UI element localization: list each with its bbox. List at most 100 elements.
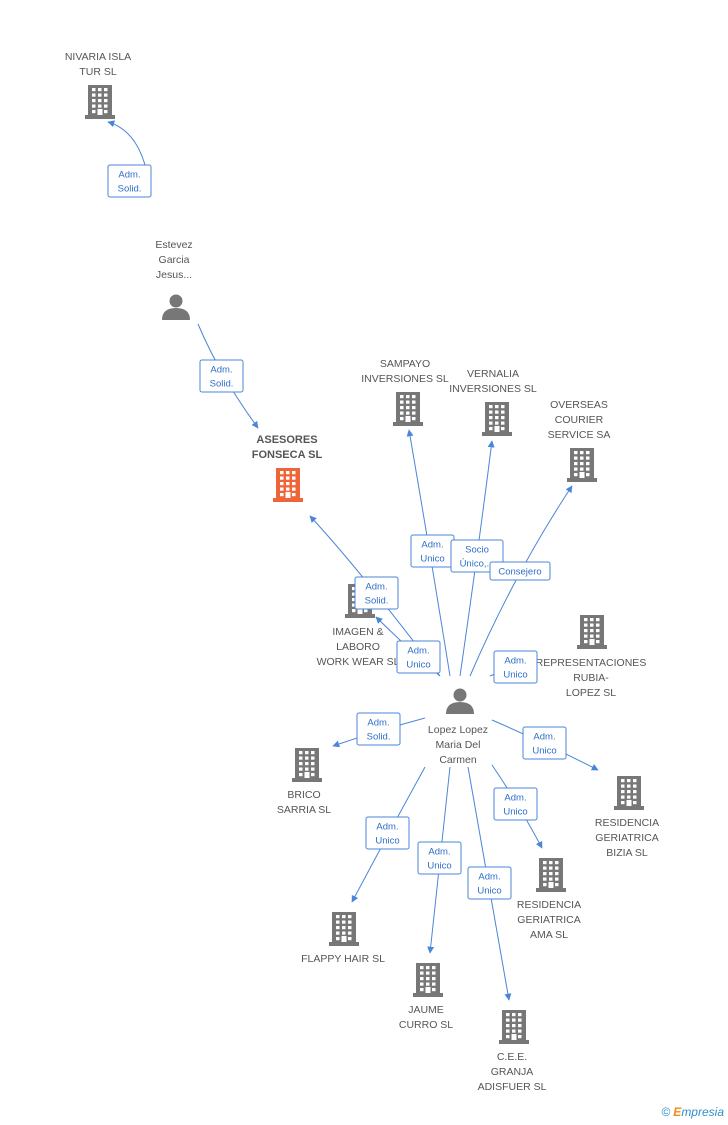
building-icon: [329, 912, 359, 946]
node-label: ASESORES: [256, 434, 317, 446]
edge-label-box: [493, 650, 538, 684]
edge-label-text: Adm.: [478, 872, 500, 883]
node-label: SARRIA SL: [277, 804, 331, 816]
edge-label-box: [199, 359, 244, 393]
node-label: RESIDENCIA: [517, 899, 581, 911]
node-label: REPRESENTACIONES: [536, 657, 647, 669]
node-bizia[interactable]: RESIDENCIA GERIATRICA BIZIA SL: [595, 776, 659, 859]
node-label: RESIDENCIA: [595, 817, 659, 829]
building-icon: [536, 858, 566, 892]
edge-label-text: Unico: [503, 807, 527, 818]
edge-label-text: Unico: [503, 670, 527, 681]
node-flappy[interactable]: FLAPPY HAIR SL: [301, 912, 385, 965]
edge-label-box: [396, 640, 441, 674]
edge-label-text: Unico: [420, 554, 444, 565]
node-label: COURIER: [555, 414, 604, 426]
node-label: TUR SL: [79, 66, 117, 78]
building-icon: [85, 85, 115, 119]
edge-label-lopez-to-granja[interactable]: Adm.Unico: [467, 866, 512, 900]
edge-label-box: [365, 816, 410, 850]
node-label: VERNALIA: [467, 368, 519, 380]
edge-label-lopez-to-representaciones[interactable]: Adm. Unico: [493, 650, 538, 684]
building-icon: [292, 748, 322, 782]
node-label: IMAGEN &: [332, 626, 383, 638]
node-label: FLAPPY HAIR SL: [301, 953, 385, 965]
node-label: GERIATRICA: [595, 832, 658, 844]
edge-label-text: Adm.: [421, 540, 443, 551]
edge-label-lopez-to-jaume[interactable]: Adm. Unico: [417, 841, 462, 875]
edge-label-text: Solid.: [210, 379, 234, 390]
edge-label-text: Unico: [532, 746, 556, 757]
node-estevez[interactable]: EstevezGarciaJesus...: [155, 239, 193, 320]
building-icon: [413, 963, 443, 997]
node-label: Lopez Lopez: [428, 724, 488, 736]
node-label: SERVICE SA: [548, 429, 611, 441]
edge-label-box: [489, 561, 551, 581]
edge-label-text: Adm.: [376, 822, 398, 833]
node-label: GERIATRICA: [517, 914, 580, 926]
edge-label-lopez-to-sampayo[interactable]: Adm. Unico: [410, 534, 455, 568]
edge-label-box: [356, 712, 401, 746]
edge-label-lopez-to-asesores[interactable]: Adm.Solid.: [354, 576, 399, 610]
edge-label-lopez-to-brico[interactable]: Adm.Solid.: [356, 712, 401, 746]
person-icon: [162, 294, 190, 320]
edge-label-box: [107, 164, 152, 198]
edge-label-text: Unico: [375, 836, 399, 847]
edge-label-box: [493, 787, 538, 821]
edge-lopez-to-overseas: [469, 485, 573, 677]
edge-label-estevez-to-asesores[interactable]: Adm. Solid.: [199, 359, 244, 393]
edge-label-lopez-to-bizia[interactable]: Adm. Unico: [522, 726, 567, 760]
node-label: BIZIA SL: [606, 847, 648, 859]
node-label: JAUME: [408, 1004, 444, 1016]
edge-label-text: Solid.: [118, 184, 142, 195]
node-label: AMA SL: [530, 929, 568, 941]
node-label: Carmen: [439, 754, 477, 766]
edge-label-text: Adm.: [365, 582, 387, 593]
node-label: Estevez: [155, 239, 192, 251]
edge-label-lopez-to-overseas[interactable]: Consejero: [489, 561, 551, 581]
edge-label-lopez-to-flappy[interactable]: Adm. Unico: [365, 816, 410, 850]
edge-label-text: Adm.: [428, 847, 450, 858]
node-label: Maria Del: [436, 739, 481, 751]
edge-label-lopez-to-ama[interactable]: Adm.Unico: [493, 787, 538, 821]
node-asesores[interactable]: ASESORES FONSECA SL: [252, 434, 323, 502]
edge-label-text: Adm.: [210, 365, 232, 376]
node-label: ADISFUER SL: [478, 1081, 547, 1093]
node-label: SAMPAYO: [380, 358, 430, 370]
building-icon: [577, 615, 607, 649]
edge-label-text: Unico: [427, 861, 451, 872]
building-icon: [499, 1010, 529, 1044]
copyright-symbol: ©: [661, 1105, 671, 1119]
node-ama[interactable]: RESIDENCIA GERIATRICA AMA SL: [517, 858, 581, 941]
edge-label-text: Adm.: [407, 646, 429, 657]
building-icon: [393, 392, 423, 426]
edge-label-box: [354, 576, 399, 610]
building-icon: [273, 468, 303, 502]
building-icon: [482, 402, 512, 436]
edge-label-estevez-to-nivaria[interactable]: Adm.Solid.: [107, 164, 152, 198]
edge-label-text: Adm.: [533, 732, 555, 743]
brand-name: mpresia: [681, 1105, 724, 1119]
edge-label-lopez-to-imagen[interactable]: Adm.Unico: [396, 640, 441, 674]
node-label: LABORO: [336, 641, 380, 653]
edge-label-text: Consejero: [498, 567, 541, 578]
building-icon: [567, 448, 597, 482]
node-label: Jesus...: [156, 269, 192, 281]
node-label: RUBIA-: [573, 672, 609, 684]
edge-label-box: [467, 866, 512, 900]
edge-label-text: Adm.: [504, 656, 526, 667]
edge-label-text: Solid.: [367, 732, 391, 743]
brand-initial: E: [673, 1105, 682, 1119]
node-label: FONSECA SL: [252, 449, 323, 461]
